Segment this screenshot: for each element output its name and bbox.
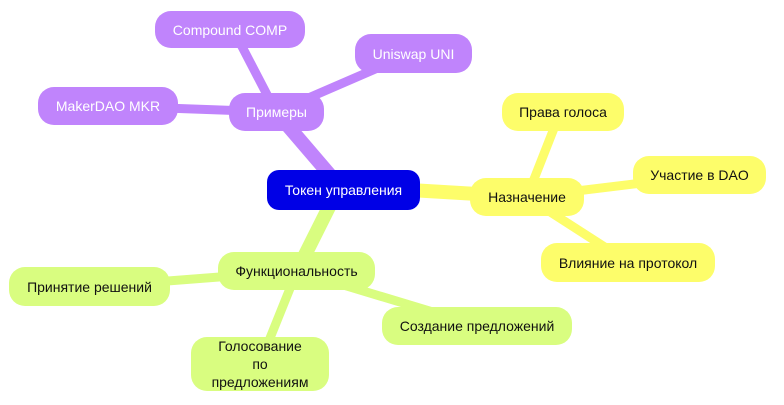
compound-comp-node: Compound COMP bbox=[155, 11, 305, 48]
protocol-influence-node: Влияние на протокол bbox=[541, 243, 715, 282]
root-node: Токен управления bbox=[267, 170, 420, 210]
proposal-voting-node: Голосование по предложениям bbox=[191, 337, 329, 391]
decision-making-node: Принятие решений bbox=[9, 267, 170, 306]
uniswap-uni-node: Uniswap UNI bbox=[355, 34, 472, 73]
voting-rights-node: Права голоса bbox=[502, 93, 624, 131]
examples-node: Примеры bbox=[229, 93, 324, 131]
functionality-node: Функциональность bbox=[218, 252, 375, 290]
makerdao-mkr-node: MakerDAO MKR bbox=[38, 87, 178, 125]
purpose-node: Назначение bbox=[470, 178, 584, 216]
dao-participation-node: Участие в DAO bbox=[633, 156, 766, 194]
proposal-creation-node: Создание предложений bbox=[382, 307, 572, 345]
